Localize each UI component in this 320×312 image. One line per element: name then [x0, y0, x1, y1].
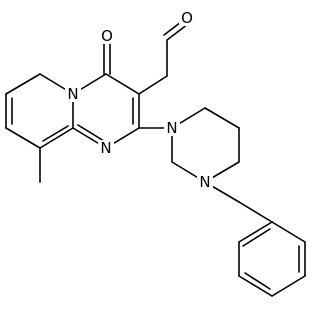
bond — [271, 275, 306, 297]
atom-oxygen-ketone: O — [101, 27, 113, 45]
bond — [166, 23, 189, 41]
atom-nitrogen-ring: N — [100, 139, 111, 157]
bond — [5, 73, 41, 95]
atom-oxygen-aldehyde: O — [181, 9, 193, 27]
bond — [238, 275, 273, 297]
bond — [138, 75, 168, 95]
atom-nitrogen-bridge: N — [67, 85, 78, 103]
bonds — [5, 18, 306, 297]
atom-labels: O O N N N N — [65, 9, 213, 191]
bond — [238, 201, 273, 223]
bond — [242, 228, 271, 247]
bond — [244, 272, 271, 290]
atom-nitrogen-piperazine-bottom: N — [199, 173, 210, 191]
bond — [105, 73, 140, 95]
bond — [238, 221, 273, 243]
bond — [77, 124, 105, 142]
bond — [204, 107, 240, 129]
bond — [39, 127, 74, 149]
bond — [271, 221, 306, 243]
atom-nitrogen-piperazine-top: N — [166, 119, 177, 137]
bond — [42, 125, 69, 142]
bond — [5, 127, 41, 149]
